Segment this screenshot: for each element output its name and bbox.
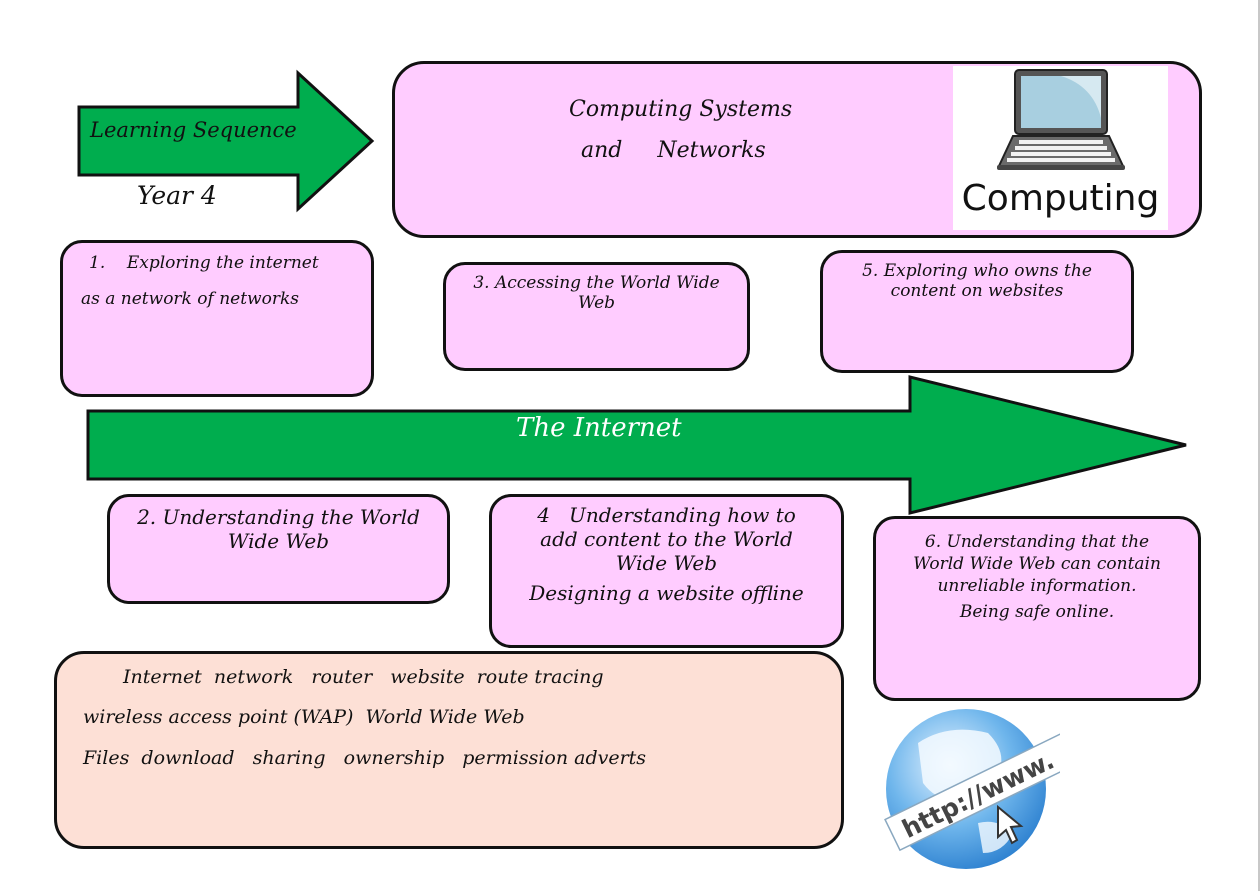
learning-sequence-label: Learning Sequence [90,118,297,142]
computing-caption: Computing [961,178,1160,219]
step-2-line-2: Wide Web [227,529,330,553]
step-5-line-2: content on websites [890,281,1064,301]
vocabulary-box: Internet network router website route tr… [54,651,844,849]
timeline-label: The Internet [516,413,682,443]
year-label: Year 4 [137,181,217,210]
step-4-line-1: 4 Understanding how to [537,503,796,527]
step-1-line-2: as a network of networks [81,289,299,309]
learning-sequence-arrow [77,69,375,213]
vocabulary-line-3: Files download sharing ownership permiss… [83,747,647,769]
step-6-line-4: Being safe online. [959,602,1115,622]
step-4-line-3: Wide Web [615,551,718,575]
step-3-line-2: Web [577,293,616,313]
step-1-line-1: 1. Exploring the internet [89,253,319,273]
step-box-6: 6. Understanding that the World Wide Web… [873,516,1201,701]
step-4-line-4: Designing a website offline [529,581,804,605]
internet-timeline-arrow [86,375,1187,515]
step-6-line-2: World Wide Web can contain [913,554,1161,574]
vocabulary-line-1: Internet network router website route tr… [123,666,604,688]
topic-title-line1: Computing Systems [569,97,793,122]
laptop-icon [997,69,1125,170]
page-edge [1258,0,1260,891]
step-5-line-1: 5. Exploring who owns the [862,261,1092,281]
step-box-2: 2. Understanding the World Wide Web [107,494,450,604]
step-box-5: 5. Exploring who owns the content on web… [820,250,1134,373]
step-box-4: 4 Understanding how to add content to th… [489,494,844,648]
step-6-line-3: unreliable information. [937,576,1137,596]
step-box-1: 1. Exploring the internet as a network o… [60,240,374,397]
step-3-line-1: 3. Accessing the World Wide [473,273,720,293]
step-6-line-1: 6. Understanding that the [924,532,1150,552]
step-4-line-2: add content to the World [540,527,793,551]
vocabulary-line-2: wireless access point (WAP) World Wide W… [83,706,525,728]
topic-title-line2: and Networks [581,138,766,163]
step-box-3: 3. Accessing the World Wide Web [443,262,750,371]
computing-symbol-card: Computing [953,66,1168,230]
globe-http-icon: http://www. [884,709,1060,869]
step-2-line-1: 2. Understanding the World [137,505,420,529]
